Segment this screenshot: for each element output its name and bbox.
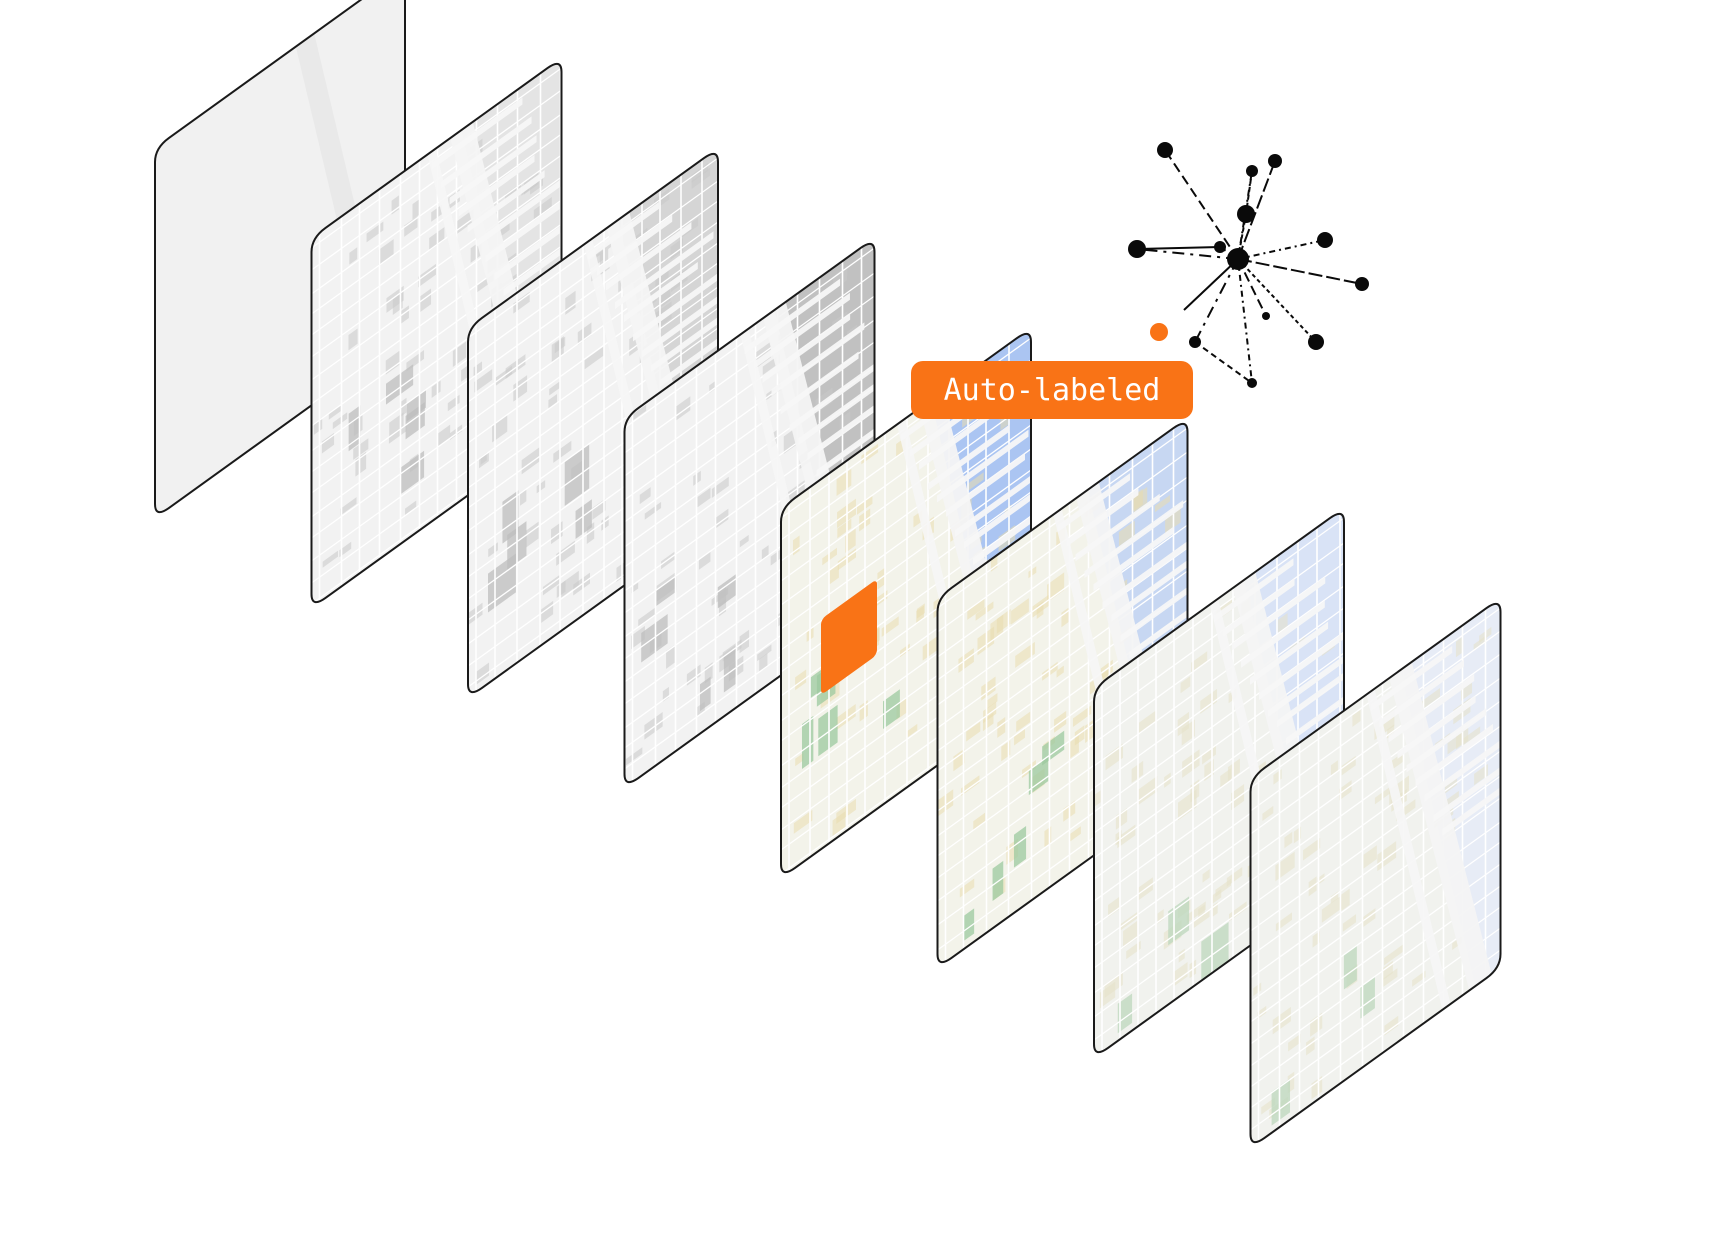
auto-labeled-badge-label: Auto-labeled bbox=[944, 373, 1161, 408]
network-node bbox=[1317, 232, 1333, 248]
auto-labeled-region-highlight bbox=[821, 581, 877, 693]
network-hub-node bbox=[1227, 248, 1249, 270]
auto-labeled-badge: Auto-labeled bbox=[911, 361, 1193, 419]
auto-labeled-badge-background bbox=[911, 361, 1193, 419]
network-node bbox=[1262, 312, 1270, 320]
network-node bbox=[1308, 334, 1324, 350]
network-node bbox=[1157, 142, 1173, 158]
network-node bbox=[1247, 378, 1257, 388]
network-node bbox=[1268, 154, 1282, 168]
network-node bbox=[1214, 241, 1226, 253]
network-node bbox=[1355, 277, 1369, 291]
node-network-icon bbox=[1128, 142, 1369, 388]
network-node bbox=[1128, 240, 1146, 258]
network-node bbox=[1246, 165, 1258, 177]
map-layer-panel bbox=[312, 58, 597, 608]
network-node bbox=[1189, 336, 1201, 348]
network-node bbox=[1237, 205, 1255, 223]
network-labeled-node bbox=[1150, 323, 1168, 341]
map-layer-panel bbox=[1251, 598, 1525, 1148]
map-layer-stack bbox=[155, 0, 1525, 1148]
